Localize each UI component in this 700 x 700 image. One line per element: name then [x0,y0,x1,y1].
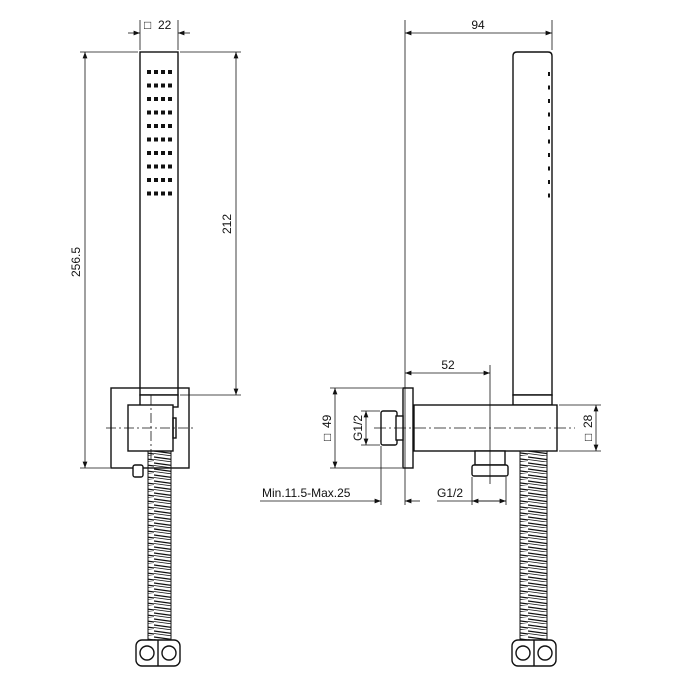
nozzle [161,178,165,182]
nozzle [168,151,172,155]
nozzle [161,164,165,169]
nozzle [147,124,151,128]
dim-head-width: 22 [158,18,172,32]
nozzle-profile [548,72,550,198]
hose-nut [132,464,144,478]
nozzle [147,97,151,101]
nozzle [161,124,165,128]
nozzle [161,151,165,155]
nozzle [154,110,158,115]
nozzle [154,83,158,88]
nozzle-grid [147,70,172,196]
hose [147,450,172,641]
nozzle-profile-mark [548,180,550,184]
hose-end-nut [135,639,181,667]
nozzle [168,83,172,88]
dim-flange-size-symbol: □ [320,434,334,441]
hose-side [519,450,548,641]
dim-flange-size: 49 [320,414,334,428]
dim-wall-adjustment: Min.11.5-Max.25 [262,486,351,500]
nozzle [147,164,151,169]
nozzle [161,191,165,196]
dim-wall-thread: G1/2 [351,415,365,441]
nozzle [154,164,158,169]
dim-handle-height: 212 [220,214,234,234]
nozzle-profile-mark [548,99,550,103]
nozzle [168,97,172,101]
nozzle [154,178,158,182]
nozzle [161,97,165,101]
nozzle-profile-mark [548,139,550,144]
front-view: □ 22 256.5 212 [69,18,241,667]
nozzle-profile-mark [548,126,550,130]
nozzle [154,191,158,196]
nozzle-profile-mark [548,166,550,171]
nozzle [147,110,151,115]
nozzle [154,137,158,142]
nozzle [147,151,151,155]
nozzle [161,110,165,115]
nozzle [154,124,158,128]
nozzle [147,137,151,142]
nozzle [168,164,172,169]
dim-head-width-symbol: □ [144,18,151,32]
dim-arm-length: 52 [441,358,455,372]
nozzle [168,137,172,142]
nozzle [168,178,172,182]
hand-shower-body [139,51,179,396]
handle-base-side [512,394,553,406]
dim-outlet-thread: G1/2 [437,486,463,500]
dim-total-depth: 94 [471,18,485,32]
nozzle [168,70,172,74]
hose-end-nut-side [511,639,557,667]
nozzle-profile-mark [548,153,550,157]
nozzle [154,70,158,74]
nozzle [147,70,151,74]
nozzle-profile-mark [548,112,550,117]
nozzle [154,151,158,155]
nozzle [161,83,165,88]
dim-arm-size: 28 [581,414,595,428]
nozzle-profile-mark [548,85,550,90]
nozzle [168,110,172,115]
dim-total-height: 256.5 [69,247,83,277]
dim-arm-size-symbol: □ [581,434,595,441]
nozzle [161,70,165,74]
nozzle [161,137,165,142]
nozzle [147,191,151,196]
nozzle [168,191,172,196]
nozzle-profile-mark [548,193,550,198]
nozzle [147,178,151,182]
nozzle [168,124,172,128]
nozzle [154,97,158,101]
nozzle [147,83,151,88]
side-view: 94 52 □ 49 G1/2 □ 28 Min.11.5-Max.25 [260,18,601,667]
nozzle-profile-mark [548,72,550,76]
hand-shower-side [512,51,553,396]
